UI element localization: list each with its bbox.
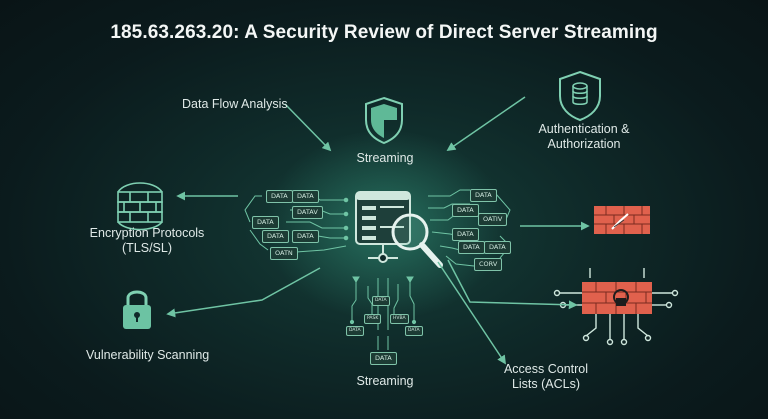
streaming-bottom-label: Streaming [356,374,414,388]
server-magnifier-icon [355,191,443,268]
data-chip: DATA [484,241,511,254]
data-chip: DATA [292,230,319,243]
data-chip: DATAV [292,206,323,219]
data-chip-small: DATA [346,326,364,336]
data-chip-small: DATA [372,296,390,306]
data-chip: OATIV [478,213,508,226]
data-chip: DATA [292,190,319,203]
data-chip: DATA [370,352,397,365]
database-shield-icon [559,70,601,122]
lock-icon [123,290,151,329]
shield-icon [365,96,403,145]
firewall-edit-icon [594,206,650,234]
vulnerability-scanning-label: Vulnerability Scanning [86,348,210,362]
acl-label-line1: Access Control [503,362,589,376]
authentication-label-line2: Authorization [547,137,621,151]
streaming-top-label: Streaming [356,151,414,165]
firewall-circuit-icon [553,268,679,346]
data-chip-small: HVBA [390,314,409,324]
data-chip: DATA [452,228,479,241]
page-title: 185.63.263.20: A Security Review of Dire… [110,22,658,43]
brick-wall-icon [117,182,163,231]
data-flow-analysis-label: Data Flow Analysis [182,97,288,111]
data-chip-small: PASK [364,314,382,324]
authentication-label-line1: Authentication & [538,122,630,136]
encryption-label-line2: (TLS/SL) [121,241,172,255]
data-chip: DATA [470,189,497,202]
data-chip: CORV [474,258,503,271]
data-chip: DATA [266,190,293,203]
data-chip: DATA [458,241,485,254]
encryption-label-line1: Encryption Protocols [89,226,205,240]
data-chip-small: DATA [405,326,423,336]
data-chip: DATA [262,230,289,243]
data-chip: OATN [270,247,298,260]
acl-label-line2: Lists (ACLs) [511,377,581,391]
data-chip: DATA [452,204,479,217]
data-chip: DATA [252,216,279,229]
